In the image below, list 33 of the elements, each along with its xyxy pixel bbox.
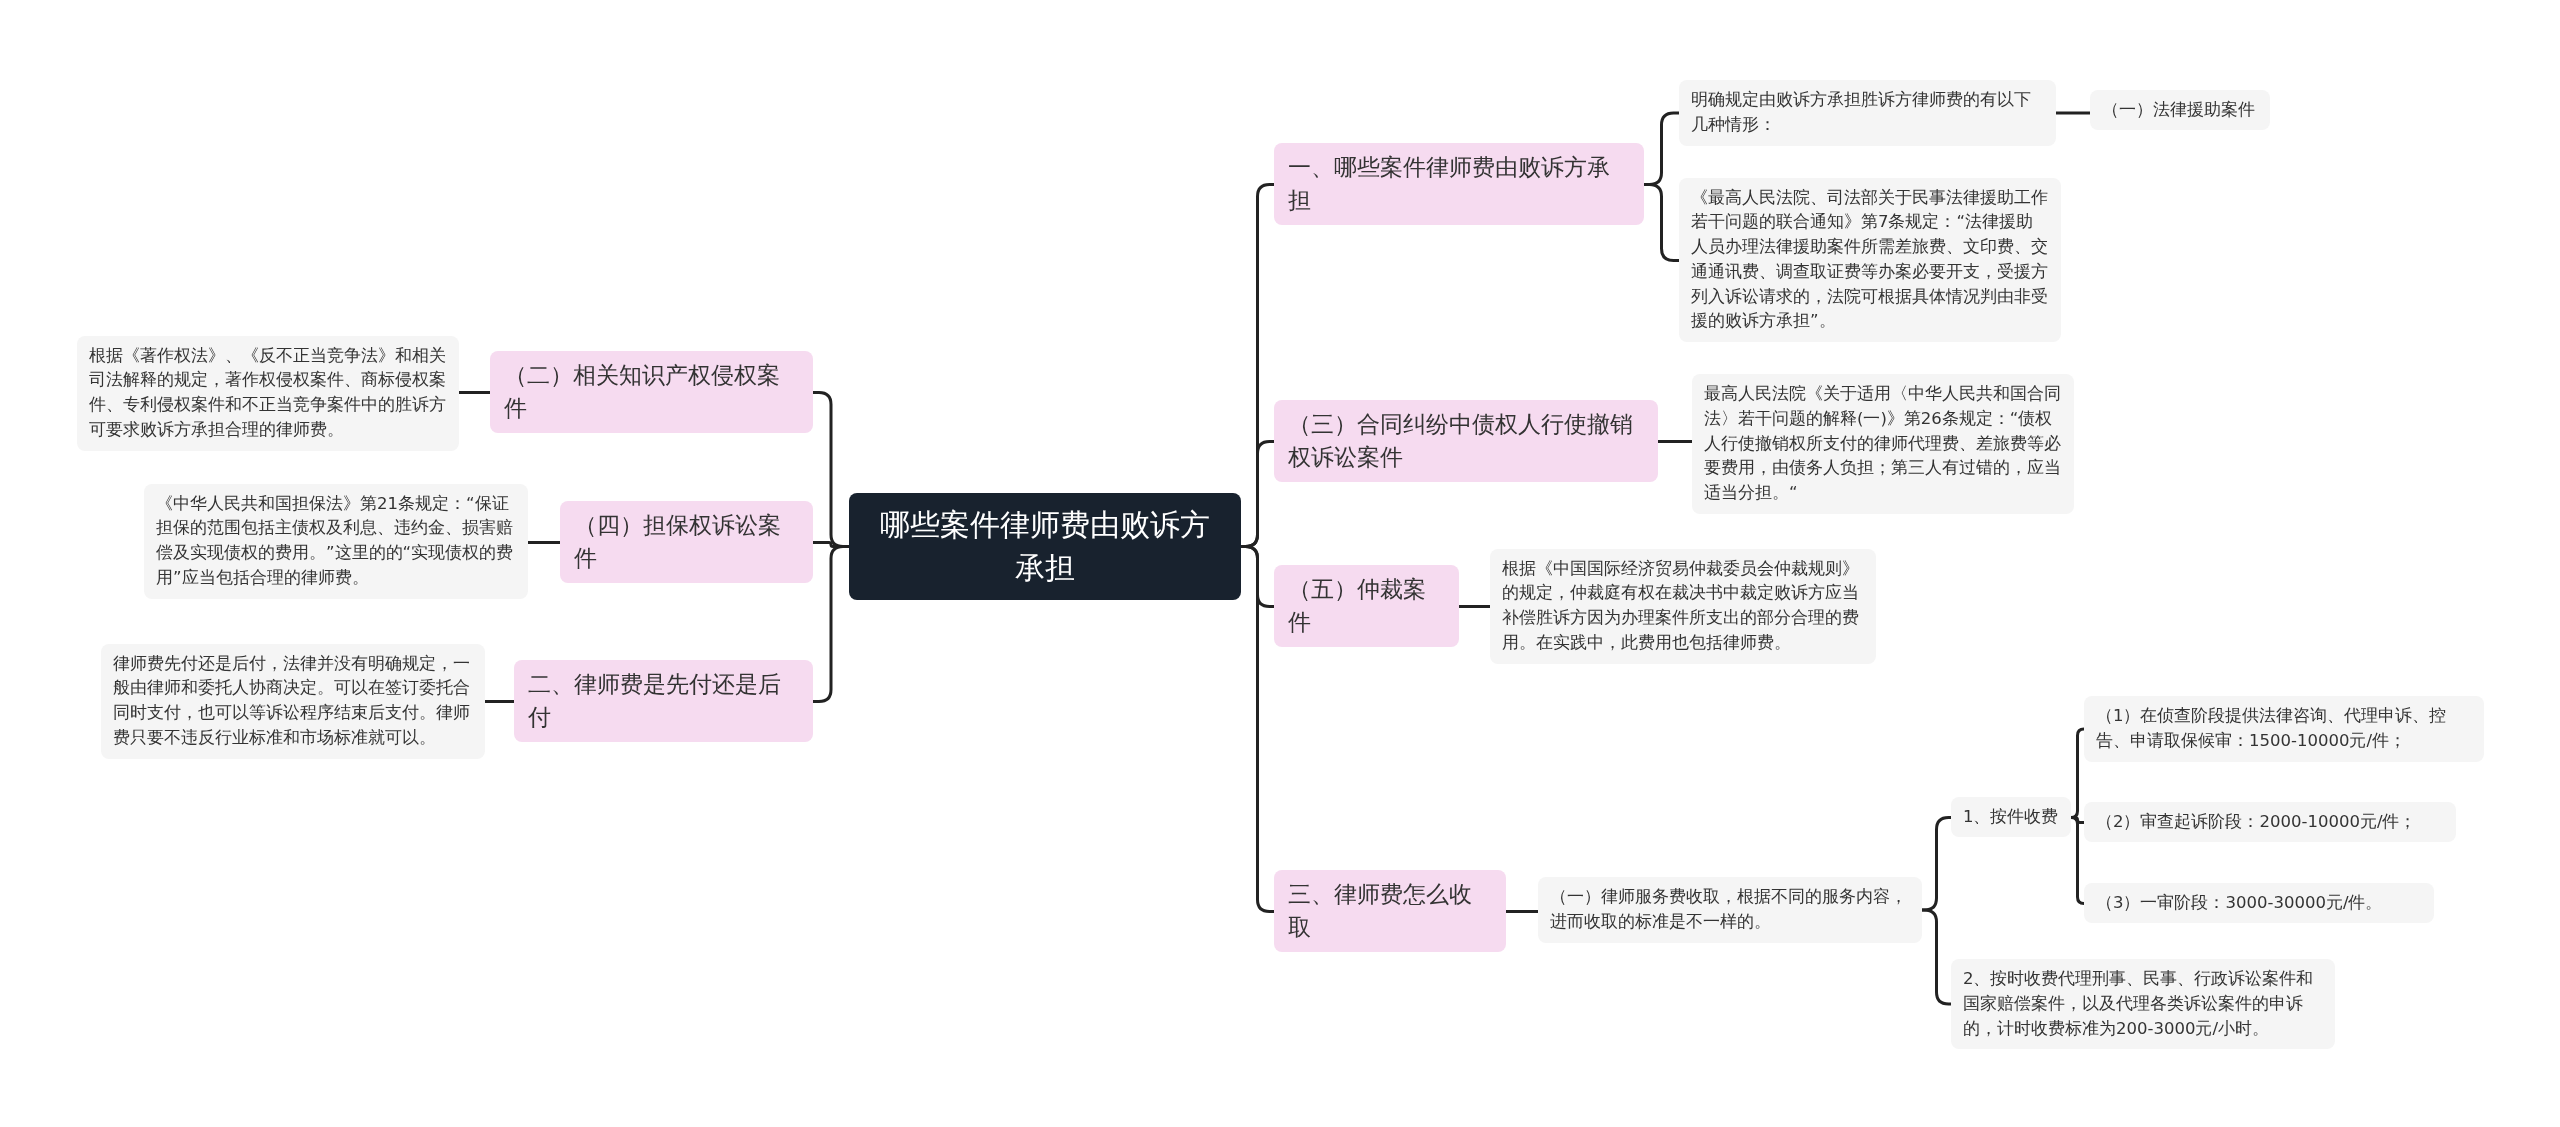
note-box: 根据《著作权法》、《反不正当竞争法》和相关司法解释的规定，著作权侵权案件、商标侵权案件、专利侵权案件和不正当竞争案件中的胜诉方可要求败诉方承担合理的律师费。 (77, 335, 459, 451)
connector-line (528, 541, 560, 544)
note-box: 明确规定由败诉方承担胜诉方律师费的有以下几种情形： (1679, 80, 2056, 146)
topic-box: （四）担保权诉讼案件 (560, 500, 813, 584)
connector-line (1459, 605, 1490, 608)
topic-box: 二、律师费是先付还是后付 (514, 659, 813, 743)
topic-box: （二）相关知识产权侵权案件 (490, 350, 813, 434)
connector-line (2069, 816, 2086, 905)
connector-line (1922, 908, 1951, 1006)
topic-box: （五）仲裁案件 (1274, 564, 1459, 648)
connector-line (459, 391, 490, 394)
note-box: 1、按件收费 (1951, 796, 2071, 838)
note-box: （2）审查起诉阶段：2000-10000元/件； (2084, 801, 2456, 843)
note-box: 律师费先付还是后付，法律并没有明确规定，一般由律师和委托人协商决定。可以在签订委托合同时支付，也可以等诉讼程序结束后支付。律师费只要不违反行业标准和市场标准就可以。 (101, 643, 485, 759)
note-box: 最高人民法院《关于适用〈中华人民共和国合同法〉若干问题的解释(一)》第26条规定：“债权人行使撤销权所支付的律师代理费、差旅费等必要费用，由债务人负担；第三人有过错的，应当适当分担。“ (1692, 374, 2074, 514)
connector-line (2056, 111, 2090, 115)
connector-line (1922, 816, 1951, 912)
topic-box: 一、哪些案件律师费由败诉方承担 (1274, 142, 1644, 226)
central-topic: 哪些案件律师费由败诉方承担 (849, 492, 1241, 600)
topic-box: （三）合同纠纷中债权人行使撤销权诉讼案件 (1274, 399, 1658, 483)
note-box: 根据《中国国际经济贸易仲裁委员会仲裁规则》的规定，仲裁庭有权在裁决书中裁定败诉方应当补偿胜诉方因为办理案件所支出的部分合理的费用。在实践中，此费用也包括律师费。 (1490, 548, 1876, 664)
connector-line (1506, 910, 1538, 913)
connector-line (813, 545, 849, 703)
note-box: （一）律师服务费收取，根据不同的服务内容，进而收取的标准是不一样的。 (1538, 877, 1922, 943)
note-box: （3）一审阶段：3000-30000元/件。 (2084, 882, 2434, 924)
note-box: 《最高人民法院、司法部关于民事法律援助工作若干问题的联合通知》第7条规定：“法律援助人员办理法律援助案件所需差旅费、文印费、交通通讯费、调查取证费等办案必要开支，受援方列入诉讼请求的，法院可根据具体情况判由非受援的败诉方承担”。 (1679, 177, 2061, 342)
connector-line (1658, 440, 1692, 443)
note-box: 《中华人民共和国担保法》第21条规定：“保证担保的范围包括主债权及利息、违约金、损害赔偿及实现债权的费用。”这里的的“实现债权的费用”应当包括合理的律师费。 (144, 483, 528, 599)
topic-box: 三、律师费怎么收取 (1274, 869, 1506, 953)
connector-line (485, 700, 514, 703)
note-box: （1）在侦查阶段提供法律咨询、代理申诉、控告、申请取保候审：1500-10000元/件； (2084, 696, 2484, 762)
note-box: 2、按时收费代理刑事、民事、行政诉讼案件和国家赔偿案件，以及代理各类诉讼案件的申诉的，计时收费标准为200-3000元/小时。 (1951, 959, 2335, 1050)
note-box: （一）法律援助案件 (2090, 89, 2270, 131)
